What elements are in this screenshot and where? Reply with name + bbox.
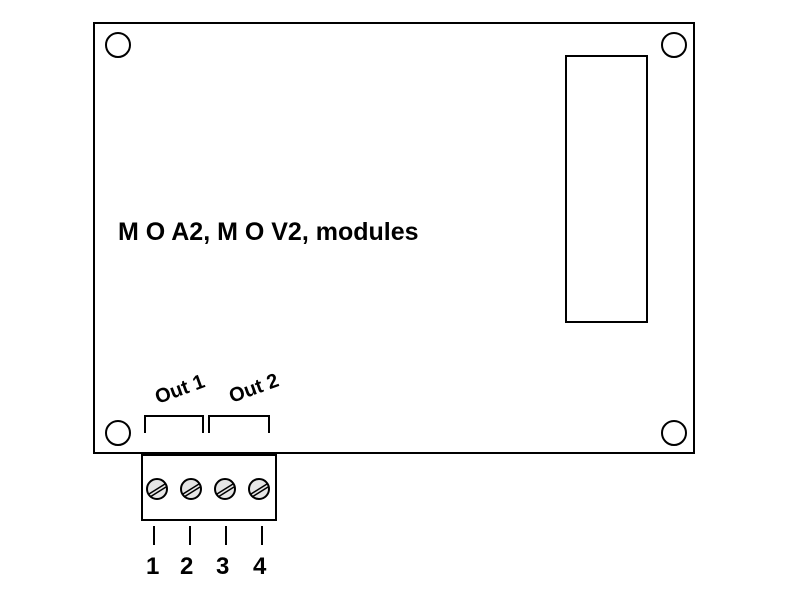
out1-bracket bbox=[144, 415, 204, 433]
mounting-hole-top-left bbox=[105, 32, 131, 58]
pin-label-2: 2 bbox=[180, 553, 193, 580]
pin-label-4: 4 bbox=[253, 553, 267, 580]
mounting-hole-bottom-right bbox=[661, 420, 687, 446]
screw-2[interactable] bbox=[180, 478, 202, 500]
screw-1[interactable] bbox=[146, 478, 168, 500]
board-connector bbox=[565, 55, 648, 323]
screw-4[interactable] bbox=[248, 478, 270, 500]
pin-label-3: 3 bbox=[216, 553, 229, 580]
mounting-hole-bottom-left bbox=[105, 420, 131, 446]
mounting-hole-top-right bbox=[661, 32, 687, 58]
screw-3[interactable] bbox=[214, 478, 236, 500]
out2-bracket bbox=[208, 415, 270, 433]
pin-label-1: 1 bbox=[146, 553, 159, 580]
board-title: M O A2, M O V2, modules bbox=[118, 218, 419, 246]
